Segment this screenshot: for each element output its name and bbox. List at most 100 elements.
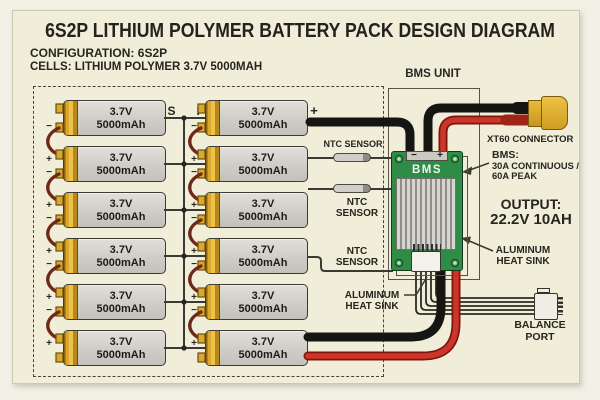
output-heading: OUTPUT:: [500, 196, 562, 212]
jumper-minus-label: −: [46, 305, 52, 316]
heat-sink-right-line2: HEAT SINK: [496, 256, 550, 267]
balance-port-pins: [557, 297, 563, 315]
screw-icon: [395, 155, 403, 163]
ntc-sensor-capsule-icon: [333, 153, 371, 162]
cell-voltage-label: 3.7V: [251, 244, 275, 256]
heat-sink-left-line2: HEAT SINK: [345, 301, 399, 312]
battery-pack-boundary: [33, 86, 384, 377]
jumper-plus-label: +: [46, 200, 52, 211]
jumper-minus-label: −: [46, 121, 52, 132]
xt60-connector-body: [541, 96, 568, 130]
jumper-plus-label: +: [191, 338, 197, 349]
balance-port-line1: BALANCE: [514, 319, 566, 331]
screw-icon: [395, 259, 403, 267]
bms-terminal-minus: −: [411, 150, 417, 161]
cell-capacity-label: 5000mAh: [96, 164, 146, 177]
cell-capacity-label: 5000mAh: [238, 118, 288, 131]
balance-pin-row: [413, 244, 441, 251]
jumper-plus-label: +: [191, 246, 197, 257]
cell-voltage-label: 3.7V: [109, 198, 133, 210]
ntc-sensor-capsule-icon: [333, 184, 371, 193]
cells-spec-line: CELLS: LITHIUM POLYMER 3.7V 5000MAH: [30, 61, 263, 73]
cell-capacity-label: 5000mAh: [238, 302, 288, 315]
jumper-plus-label: +: [46, 292, 52, 303]
ntc-sensor-label-bottom: NTC SENSOR: [329, 246, 385, 268]
jumper-minus-label: −: [191, 305, 197, 316]
cell-voltage-label: 3.7V: [251, 152, 275, 164]
ntc-bottom-line1: NTC: [346, 246, 368, 257]
jumper-plus-label: +: [46, 338, 52, 349]
cell-voltage-label: 3.7V: [109, 336, 133, 348]
jumper-minus-label: −: [46, 213, 52, 224]
heat-sink-right-line1: ALUMINUM: [495, 245, 551, 256]
jumper-minus-label: −: [46, 259, 52, 270]
bms-spec-callout: BMS: 30A CONTINUOUS / 60A PEAK: [492, 150, 579, 182]
screw-icon: [451, 155, 459, 163]
cell-voltage-label: 3.7V: [251, 336, 275, 348]
jumper-plus-label: +: [46, 154, 52, 165]
cell-capacity-label: 5000mAh: [96, 256, 146, 269]
jumper-plus-label: +: [46, 246, 52, 257]
heat-sink-label-right: ALUMINUM HEAT SINK: [489, 245, 557, 267]
pack-positive-label: +: [310, 103, 318, 118]
jumper-minus-label: −: [191, 167, 197, 178]
xt60-connector-wire-block: [528, 100, 542, 127]
balance-port-line2: PORT: [525, 330, 555, 343]
cell-capacity-label: 5000mAh: [96, 118, 146, 131]
bms-board: − + BMS: [391, 150, 463, 272]
page-title: 6S2P LITHIUM POLYMER BATTERY PACK DESIGN…: [45, 20, 555, 42]
screw-icon: [451, 259, 459, 267]
cell-capacity-label: 5000mAh: [238, 210, 288, 223]
cell-capacity-label: 5000mAh: [96, 302, 146, 315]
cell-capacity-label: 5000mAh: [238, 164, 288, 177]
jumper-plus-label: +: [191, 200, 197, 211]
balance-port-connector: [534, 288, 563, 320]
cell-capacity-label: 5000mAh: [96, 210, 146, 223]
balance-port-tab: [537, 288, 550, 293]
heat-sink-label-left: ALUMINUM HEAT SINK: [338, 290, 406, 312]
balance-connector: [411, 251, 441, 272]
bms-spec-line2: 60A PEAK: [492, 171, 538, 181]
bms-spec-heading: BMS:: [492, 149, 519, 161]
cell-capacity-label: 5000mAh: [96, 348, 146, 361]
cell-voltage-label: 3.7V: [109, 290, 133, 302]
jumper-plus-label: +: [191, 292, 197, 303]
jumper-minus-label: −: [191, 121, 197, 132]
balance-port-label: BALANCE PORT: [508, 319, 572, 343]
bms-spec-line1: 30A CONTINUOUS /: [492, 160, 579, 171]
jumper-minus-label: −: [46, 167, 52, 178]
jumper-plus-label: +: [191, 154, 197, 165]
cell-capacity-label: 5000mAh: [238, 256, 288, 269]
bms-terminal-plus: +: [437, 150, 443, 161]
cell-voltage-label: 3.7V: [109, 244, 133, 256]
cell-voltage-label: 3.7V: [109, 152, 133, 164]
ntc-bottom-line2: SENSOR: [335, 257, 379, 268]
xt60-label: XT60 CONNECTOR: [487, 134, 574, 145]
heat-sink-left-line1: ALUMINUM: [344, 290, 400, 301]
ntc-sensor-label-top: NTC SENSOR: [323, 139, 383, 149]
jumper-minus-label: −: [191, 213, 197, 224]
jumper-minus-label: −: [191, 259, 197, 270]
ntc-sensor-label-mid: NTC SENSOR: [329, 197, 385, 219]
cell-capacity-label: 5000mAh: [238, 348, 288, 361]
cell-voltage-label: 3.7V: [251, 290, 275, 302]
output-spec: OUTPUT: 22.2V 10AH: [486, 196, 576, 228]
series-label: S: [167, 104, 176, 118]
bms-board-label: BMS: [411, 164, 443, 176]
configuration-line: CONFIGURATION: 6S2P: [30, 46, 168, 60]
cell-voltage-label: 3.7V: [251, 106, 275, 118]
